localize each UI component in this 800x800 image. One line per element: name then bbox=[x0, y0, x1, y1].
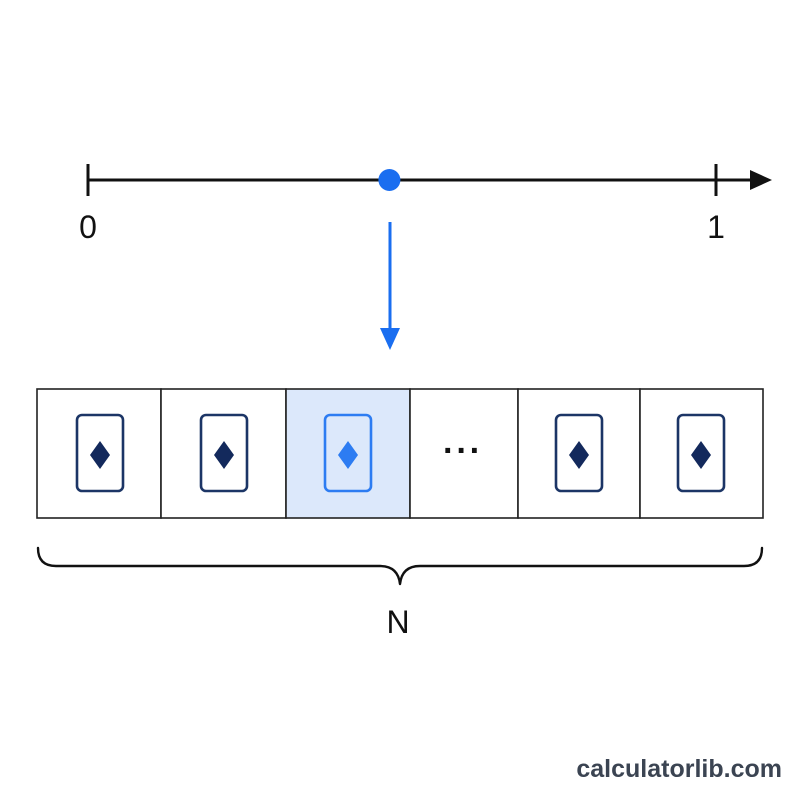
card-slots: ··· bbox=[36, 388, 764, 519]
slot-box bbox=[517, 388, 641, 519]
card-slot bbox=[36, 388, 162, 519]
brace-label: N bbox=[386, 604, 409, 640]
diamond-card-icon bbox=[676, 413, 726, 493]
mapping-arrow-head bbox=[380, 328, 400, 350]
diamond-card-icon bbox=[75, 413, 125, 493]
card-slot bbox=[639, 388, 764, 519]
diamond-card-icon bbox=[554, 413, 604, 493]
ellipsis: ··· bbox=[443, 432, 483, 470]
card-slot bbox=[517, 388, 641, 519]
start-label: 0 bbox=[79, 209, 97, 245]
number-line-arrowhead bbox=[750, 170, 772, 190]
watermark: calculatorlib.com bbox=[576, 755, 782, 783]
mapping-arrow bbox=[380, 222, 400, 350]
random-point-marker bbox=[378, 169, 401, 191]
slot-box bbox=[409, 388, 519, 519]
curly-brace bbox=[36, 546, 764, 586]
card-slot bbox=[160, 388, 287, 519]
diamond-card-icon bbox=[199, 413, 249, 493]
card-slot-selected bbox=[285, 388, 411, 519]
number-line: 0 1 bbox=[79, 164, 772, 245]
diamond-card-icon bbox=[323, 413, 373, 493]
end-label: 1 bbox=[707, 209, 725, 245]
ellipsis-slot: ··· bbox=[409, 388, 519, 519]
